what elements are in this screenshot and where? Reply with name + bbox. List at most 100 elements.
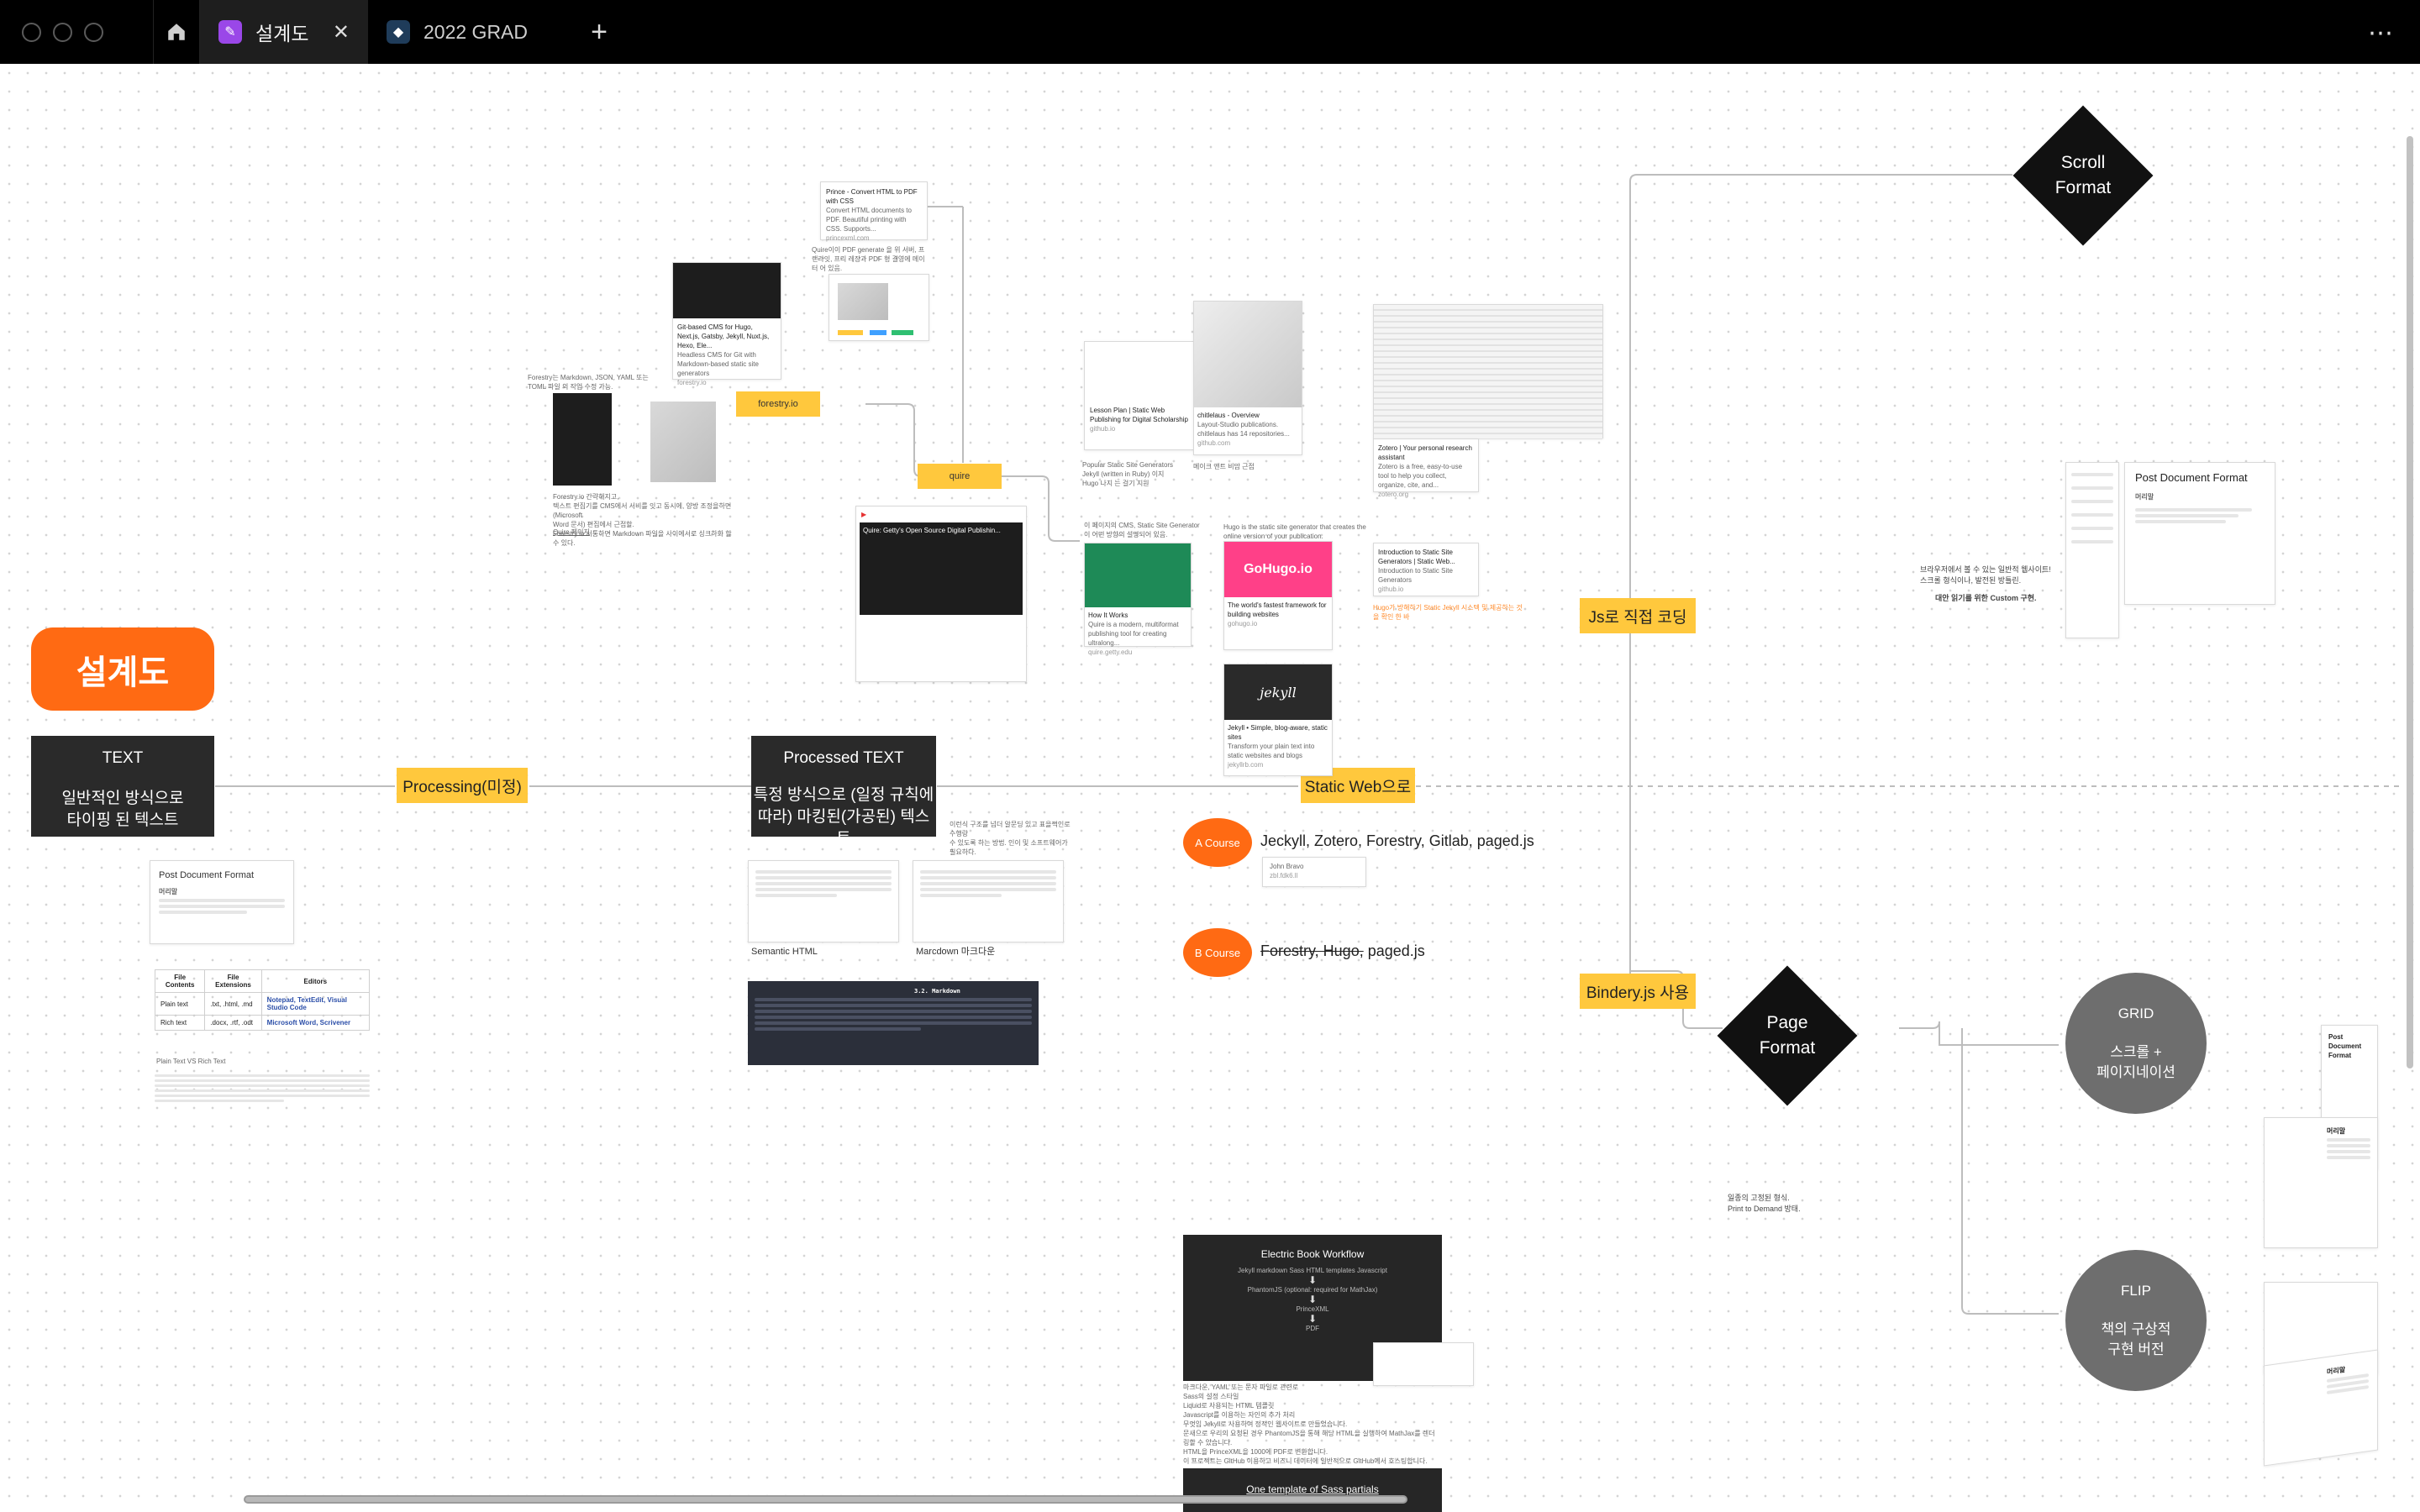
bindery-tag[interactable]: Bindery.js 사용 [1580, 974, 1696, 1009]
hugo-card[interactable]: GoHugo.io The world's fastest framework … [1223, 541, 1333, 650]
zotero-card[interactable]: Zotero | Your personal research assistan… [1373, 438, 1479, 498]
forestry-link[interactable]: Quire 페이지 [553, 528, 590, 536]
processed-text-node[interactable]: Processed TEXT 특정 방식으로 (일정 규칙에 따라) 마킹된(가… [751, 736, 936, 848]
grid-line2: 페이지네이션 [2096, 1064, 2175, 1080]
minimize-window-icon[interactable] [53, 22, 72, 42]
close-window-icon[interactable] [22, 22, 41, 42]
course-b-struck: Forestry, Hugo, [1260, 942, 1364, 959]
chitlelaus-host: github.com [1197, 439, 1231, 447]
cms-note: 이 페이지의 CMS, Static Site Generator 이 어떤 방… [1084, 522, 1200, 538]
canvas-title[interactable]: 설계도 [31, 627, 214, 711]
markdown-preview[interactable] [913, 860, 1064, 942]
zoom-window-icon[interactable] [84, 22, 103, 42]
how-it-works-card[interactable]: How It Works Quire is a modern, multifor… [1084, 543, 1192, 656]
vertical-sub: 머리말 [2327, 1127, 2346, 1135]
prince-host: princexml.com [826, 234, 870, 242]
window-titlebar: ✎ 설계도 ✕ ◆ 2022 GRAD + ⋯ [0, 0, 2420, 64]
more-menu-icon[interactable]: ⋯ [2368, 19, 2395, 47]
table-cell: Plain text [154, 992, 206, 1016]
table-header: File Contents [154, 969, 206, 993]
prince-desc: Convert HTML documents to PDF. Beautiful… [826, 207, 912, 233]
forestry-card[interactable]: Git-based CMS for Hugo, Next.js, Gatsby,… [672, 262, 781, 386]
text-node[interactable]: TEXT 일반적인 방식으로 타이핑 된 텍스트 [31, 736, 214, 837]
hugo-note: Hugo is the static site generator that c… [1223, 523, 1366, 540]
course-b-rest: paged.js [1363, 942, 1425, 959]
horizontal-scrollbar[interactable] [244, 1495, 1407, 1504]
post-document-left-card[interactable]: Post Document Format 머리말 [150, 860, 294, 944]
ebook-footer: One template of Sass partials [1246, 1483, 1379, 1495]
text-node-line1: 일반적인 방식으로 [61, 790, 184, 807]
scroll-note-3: 대안 읽기를 위한 Custom 구현. [1935, 594, 2037, 602]
grid-circle[interactable]: GRID 스크롤 + 페이지네이션 [2065, 973, 2207, 1114]
js-coding-tag[interactable]: Js로 직접 코딩 [1580, 598, 1696, 633]
close-tab-icon[interactable]: ✕ [332, 20, 350, 44]
jekyll-card[interactable]: jekyll Jekyll • Simple, blog-aware, stat… [1223, 664, 1333, 776]
tab-grad[interactable]: ◆ 2022 GRAD [368, 0, 570, 64]
processed-line1: 특정 방식으로 (일정 규칙에 [753, 786, 934, 804]
vertical-scrollbar[interactable] [2407, 136, 2413, 1068]
zotero-screenshot[interactable] [1373, 304, 1603, 439]
quire-tag[interactable]: quire [918, 464, 1002, 489]
jekyll-desc: Transform your plain text into static we… [1228, 743, 1315, 759]
semantic-html-preview[interactable] [748, 860, 899, 942]
post-document-right-card[interactable]: Post Document Format 머리말 [2124, 462, 2275, 605]
table-cell: Notepad, TextEdit, Visual Studio Code [260, 992, 371, 1016]
lesson-plan-card[interactable]: Lesson Plan | Static Web Publishing for … [1084, 341, 1200, 450]
tab-design[interactable]: ✎ 설계도 ✕ [200, 0, 368, 64]
how-title: How It Works [1088, 612, 1128, 619]
how-host: quire.getty.edu [1088, 648, 1133, 656]
page-format-line1: Page [1766, 1013, 1808, 1032]
prince-note: Quire이이 PDF generate 을 위 서버, 프랜라잇, 프리 레장… [812, 246, 925, 272]
sidebar-preview-card[interactable] [2065, 462, 2119, 638]
semantic-html-label: Semantic HTML [751, 947, 818, 957]
john-card[interactable]: John Bravo zbl.fdk6.ll [1262, 857, 1366, 887]
forestry-tag[interactable]: forestry.io [736, 391, 820, 417]
table-header: Editors [260, 969, 371, 993]
ebook-step2: PrinceXML [1296, 1305, 1329, 1313]
ebook-template-card[interactable]: One template of Sass partials [1183, 1468, 1442, 1512]
ebook-link-card[interactable] [1373, 1342, 1474, 1386]
home-button[interactable] [153, 0, 200, 64]
pencil-icon: ✎ [218, 20, 242, 44]
course-b-badge[interactable]: B Course [1183, 928, 1252, 977]
chitlelaus-card[interactable]: chitlelaus - Overview Layout-Studio publ… [1193, 301, 1302, 455]
forestry-card-title: Git-based CMS for Hugo, Next.js, Gatsby,… [677, 323, 770, 349]
chitlelaus-note: 메이크 앤트 비맘 근접 [1193, 463, 1255, 470]
quire-diagram-image[interactable] [829, 274, 929, 341]
whiteboard-canvas[interactable]: 설계도 TEXT 일반적인 방식으로 타이핑 된 텍스트 Processing(… [0, 64, 2420, 1512]
markdown-code-block[interactable]: 3.2. Markdown [748, 981, 1039, 1065]
forestry-screenshot[interactable] [553, 393, 721, 551]
forestry-note-top: Forestry는 Markdown, JSON, YAML 또는 TOML 파… [528, 374, 649, 391]
tab-design-label: 설계도 [255, 23, 309, 45]
prince-card[interactable]: Prince - Convert HTML to PDF with CSS Co… [820, 181, 928, 242]
processing-tag[interactable]: Processing(미정) [397, 768, 528, 803]
intro-ssg-card[interactable]: Introduction to Static Site Generators |… [1373, 543, 1479, 596]
course-a-badge[interactable]: A Course [1183, 818, 1252, 867]
window-controls [22, 22, 153, 42]
jekyll-logo: jekyll [1224, 664, 1332, 720]
youtube-embed[interactable]: ▶ Quire: Getty's Open Source Digital Pub… [855, 506, 1027, 682]
page-note: 일종의 고정된 형식. Print to Demand 방태. [1728, 1193, 1837, 1215]
new-tab-button[interactable]: + [591, 15, 608, 48]
forestry-card-desc: Headless CMS for Git with Markdown-based… [677, 351, 759, 377]
scroll-note-1: 브라우저에서 볼 수 있는 일반적 웹사이트! [1920, 565, 2051, 574]
flip-book-card[interactable]: 머리말 [2264, 1349, 2378, 1467]
text-node-line2: 타이핑 된 텍스트 [66, 811, 179, 829]
table-cell: Rich text [154, 1015, 206, 1031]
arrow-down-icon: ⬇ [1307, 1274, 1318, 1286]
flip-circle[interactable]: FLIP 책의 구상적 구현 버전 [2065, 1250, 2207, 1391]
post-doc-spread-card[interactable]: 머리말 [2264, 1117, 2378, 1248]
post-doc-left-title: Post Document Format [159, 870, 255, 880]
plain-rich-caption: Plain Text VS Rich Text [156, 1058, 226, 1065]
youtube-icon: ▶ [861, 511, 867, 518]
course-b-text: Forestry, Hugo, paged.js [1260, 942, 1425, 960]
lesson-note: Popular Static Site Generators Jekyll (w… [1082, 461, 1174, 487]
processed-line2: 따라) 마킹된(가공된) 텍스트 [757, 808, 930, 848]
intro-note: Hugo가 방해하기 Static Jekyll 시스텍 및 제공하는 것을 확… [1373, 604, 1523, 621]
processed-heading: Processed TEXT [783, 749, 904, 767]
forestry-note-bottom: Forestry.io 간략해지고, 텍스트 편집기를 CMS에서 서비를 잇고… [553, 493, 732, 547]
ebook-step1: PhantomJS (optional: required for MathJa… [1247, 1286, 1378, 1294]
hugo-host: gohugo.io [1228, 620, 1258, 627]
